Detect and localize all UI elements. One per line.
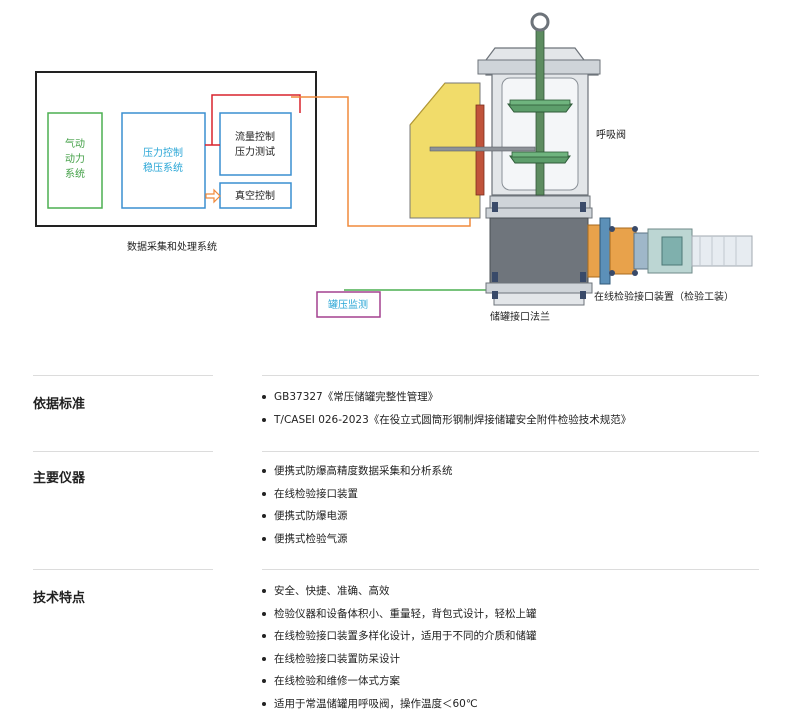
list-item: 便携式防爆高精度数据采集和分析系统 — [262, 460, 453, 483]
section-title-features: 技术特点 — [33, 591, 86, 606]
vacuum-control-box — [219, 182, 292, 209]
list-item: 检验仪器和设备体积小、重量轻，背包式设计，轻松上罐 — [262, 603, 537, 626]
online-interface-label: 在线检验接口装置（检验工装） — [594, 290, 734, 303]
list-item: 便携式检验气源 — [262, 528, 453, 551]
flow-control-label-1: 流量控制 — [235, 130, 275, 143]
system-diagram: 气动 动力 系统 压力控制 稳压系统 流量控制 压力测试 真空控制 罐压监测 数… — [35, 12, 753, 323]
section-title-instruments: 主要仪器 — [33, 471, 86, 486]
standards-list: GB37327《常压储罐完整性管理》 T/CASEI 026-2023《在役立式… — [262, 386, 631, 431]
gas-power-label-3: 系统 — [65, 167, 85, 180]
list-item: GB37327《常压储罐完整性管理》 — [262, 386, 631, 409]
section-title-standards: 依据标准 — [33, 397, 86, 412]
list-item: 安全、快捷、准确、高效 — [262, 580, 537, 603]
list-item: 在线检验接口装置防呆设计 — [262, 648, 537, 671]
divider-right — [262, 569, 759, 570]
gas-power-label-2: 动力 — [65, 152, 85, 165]
divider-right — [262, 375, 759, 376]
list-item: 在线检验和维修一体式方案 — [262, 670, 537, 693]
pressure-control-label-1: 压力控制 — [143, 146, 183, 159]
tank-flange-label: 储罐接口法兰 — [490, 310, 550, 323]
gas-power-label-1: 气动 — [65, 137, 85, 150]
pressure-control-box — [121, 112, 206, 209]
divider-left — [33, 375, 213, 376]
divider-left — [33, 569, 213, 570]
tank-pressure-monitor-label: 罐压监测 — [328, 298, 368, 311]
vacuum-control-label: 真空控制 — [235, 189, 275, 202]
list-item: 在线检验接口装置多样化设计，适用于不同的介质和储罐 — [262, 625, 537, 648]
list-item: 在线检验接口装置 — [262, 483, 453, 506]
gas-power-box — [47, 112, 103, 209]
data-acquisition-caption: 数据采集和处理系统 — [127, 240, 217, 253]
flow-control-box — [219, 112, 292, 176]
pressure-control-label-2: 稳压系统 — [143, 161, 183, 174]
orange-pipe-line — [291, 96, 471, 227]
red-line-up — [211, 94, 301, 145]
features-list: 安全、快捷、准确、高效 检验仪器和设备体积小、重量轻，背包式设计，轻松上罐 在线… — [262, 580, 537, 715]
list-item: 便携式防爆电源 — [262, 505, 453, 528]
instruments-list: 便携式防爆高精度数据采集和分析系统 在线检验接口装置 便携式防爆电源 便携式检验… — [262, 460, 453, 550]
divider-right — [262, 451, 759, 452]
list-item: 适用于常温储罐用呼吸阀，操作温度＜60℃ — [262, 693, 537, 716]
breather-valve-label: 呼吸阀 — [596, 128, 626, 141]
orange-arrow-icon — [205, 188, 221, 204]
list-item: T/CASEI 026-2023《在役立式圆筒形钢制焊接储罐安全附件检验技术规范… — [262, 409, 631, 432]
tank-pressure-monitor-box — [316, 291, 381, 318]
flow-control-label-2: 压力测试 — [235, 145, 275, 158]
divider-left — [33, 451, 213, 452]
breather-valve-illustration — [409, 12, 753, 306]
